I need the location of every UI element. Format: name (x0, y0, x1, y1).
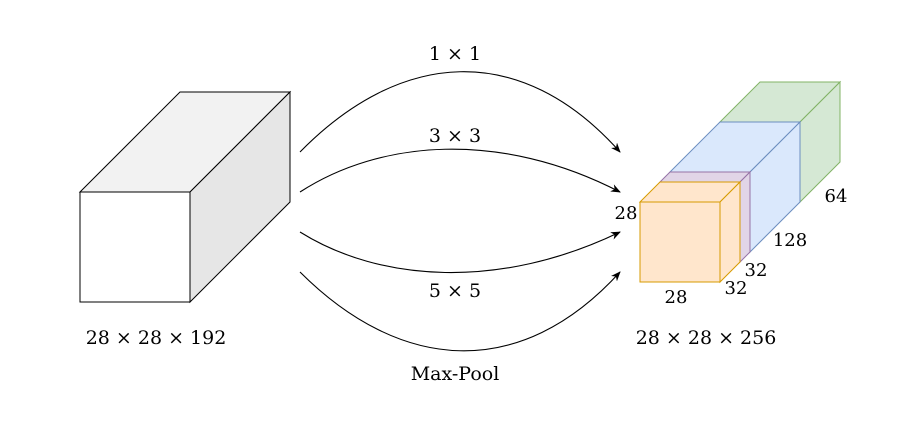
branch-label-5x5: 5 × 5 (429, 280, 481, 302)
output-height-label: 28 (615, 203, 638, 224)
output-layer-orange-front-face (639, 201, 721, 283)
output-depth-label-64: 64 (825, 186, 848, 207)
input-volume (78, 90, 292, 304)
output-layer-purple (658, 170, 752, 264)
output-layer-purple-top-face (658, 171, 752, 183)
branch-label-1x1: 1 × 1 (429, 43, 481, 65)
output-depth-label-32-purple: 32 (745, 260, 768, 281)
output-volume (638, 80, 842, 284)
arrow-3x3 (299, 148, 621, 193)
branch-arrows (299, 71, 621, 352)
output-layer-purple-side-face (739, 170, 751, 264)
arrow-5x5 (299, 231, 621, 274)
arrow-max-pool (299, 271, 621, 352)
output-layer-orange (638, 180, 742, 284)
branch-label-max-pool: Max-Pool (411, 363, 500, 385)
arrow-1x1 (299, 71, 621, 153)
input-volume-front-face (79, 191, 191, 303)
output-width-label: 28 (665, 287, 688, 308)
output-depth-label-128: 128 (773, 230, 807, 251)
branch-label-3x3: 3 × 3 (429, 125, 481, 147)
output-dims-label: 28 × 28 × 256 (636, 327, 777, 349)
output-depth-label-32-orange: 32 (725, 278, 748, 299)
input-dims-label: 28 × 28 × 192 (86, 327, 227, 349)
